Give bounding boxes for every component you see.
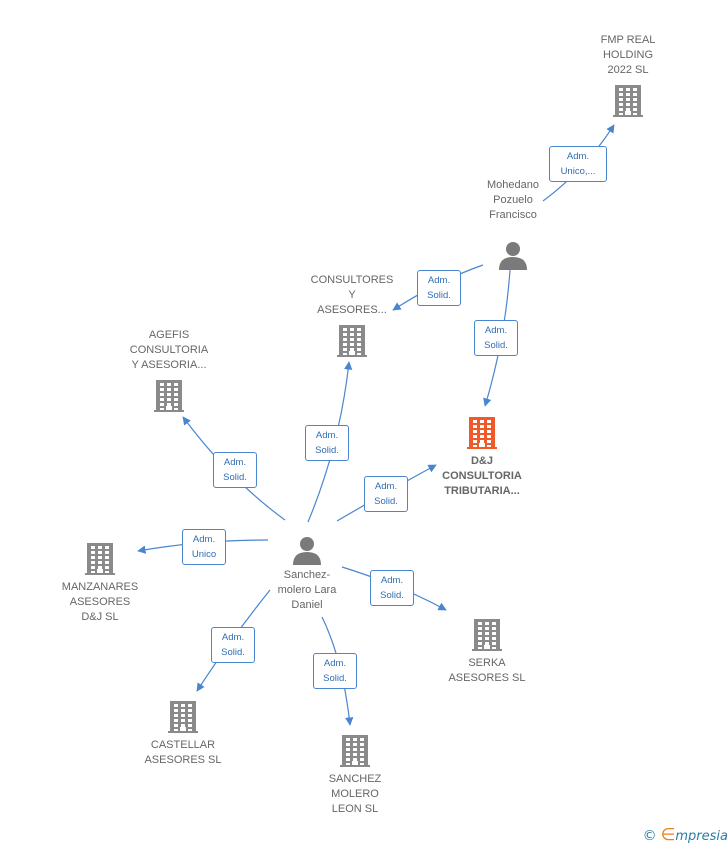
node-sanchez-molero-leon[interactable]: SANCHEZ MOLERO LEON SL	[300, 734, 410, 817]
relation-label-mohedano-dj[interactable]: Adm. Solid.	[474, 320, 518, 356]
node-label: D&J CONSULTORIA TRIBUTARIA...	[442, 455, 522, 497]
node-label: Mohedano Pozuelo Francisco	[487, 179, 539, 221]
node-label: SANCHEZ MOLERO LEON SL	[328, 773, 382, 815]
relation-label-sanchez-manzanares[interactable]: Adm. Unico	[182, 529, 226, 565]
building-icon	[167, 700, 199, 734]
node-agefis-consultoria[interactable]: AGEFIS CONSULTORIA Y ASESORIA...	[114, 328, 224, 413]
copyright-icon: ©	[642, 828, 657, 844]
relation-label-sanchez-dj[interactable]: Adm. Solid.	[364, 476, 408, 512]
relation-label-sanchez-serka[interactable]: Adm. Solid.	[370, 570, 414, 606]
brand-name: mpresia	[675, 829, 728, 844]
brand-e-glyph: ∈	[660, 825, 676, 845]
empresia-logo[interactable]: ©∈mpresia	[643, 825, 728, 845]
person-icon	[291, 534, 323, 566]
building-icon	[471, 618, 503, 652]
relation-label-sanchez-castellar[interactable]: Adm. Solid.	[211, 627, 255, 663]
node-fmp-real-holding[interactable]: FMP REAL HOLDING 2022 SL	[580, 33, 676, 118]
node-label: CASTELLAR ASESORES SL	[144, 739, 222, 766]
person-icon	[497, 239, 529, 271]
building-icon	[466, 416, 498, 450]
building-icon	[84, 542, 116, 576]
relation-label-sanchez-consultores[interactable]: Adm. Solid.	[305, 425, 349, 461]
building-icon	[339, 734, 371, 768]
node-label: Sanchez- molero Lara Daniel	[277, 569, 337, 611]
building-icon	[612, 84, 644, 118]
node-castellar-asesores[interactable]: CASTELLAR ASESORES SL	[128, 700, 238, 768]
node-mohedano-pozuelo-francisco[interactable]: Mohedano Pozuelo Francisco	[468, 178, 558, 271]
node-label: CONSULTORES Y ASESORES...	[310, 274, 394, 316]
node-manzanares-asesores[interactable]: MANZANARES ASESORES D&J SL	[50, 542, 150, 625]
relation-label-mohedano-fmp[interactable]: Adm. Unico,...	[549, 146, 607, 182]
node-dj-consultoria-tributaria[interactable]: D&J CONSULTORIA TRIBUTARIA...	[427, 416, 537, 499]
building-icon	[153, 379, 185, 413]
node-sanchez-molero-lara-daniel[interactable]: Sanchez- molero Lara Daniel	[258, 534, 356, 613]
node-label: AGEFIS CONSULTORIA Y ASESORIA...	[129, 329, 209, 371]
node-label: MANZANARES ASESORES D&J SL	[61, 581, 139, 623]
node-label: SERKA ASESORES SL	[448, 657, 526, 684]
relation-label-sanchez-sanchezmolero[interactable]: Adm. Solid.	[313, 653, 357, 689]
relation-label-sanchez-agefis[interactable]: Adm. Solid.	[213, 452, 257, 488]
relation-label-mohedano-consultores[interactable]: Adm. Solid.	[417, 270, 461, 306]
node-consultores-y-asesores[interactable]: CONSULTORES Y ASESORES...	[297, 273, 407, 358]
building-icon	[336, 324, 368, 358]
node-label: FMP REAL HOLDING 2022 SL	[600, 34, 656, 76]
node-serka-asesores[interactable]: SERKA ASESORES SL	[432, 618, 542, 686]
